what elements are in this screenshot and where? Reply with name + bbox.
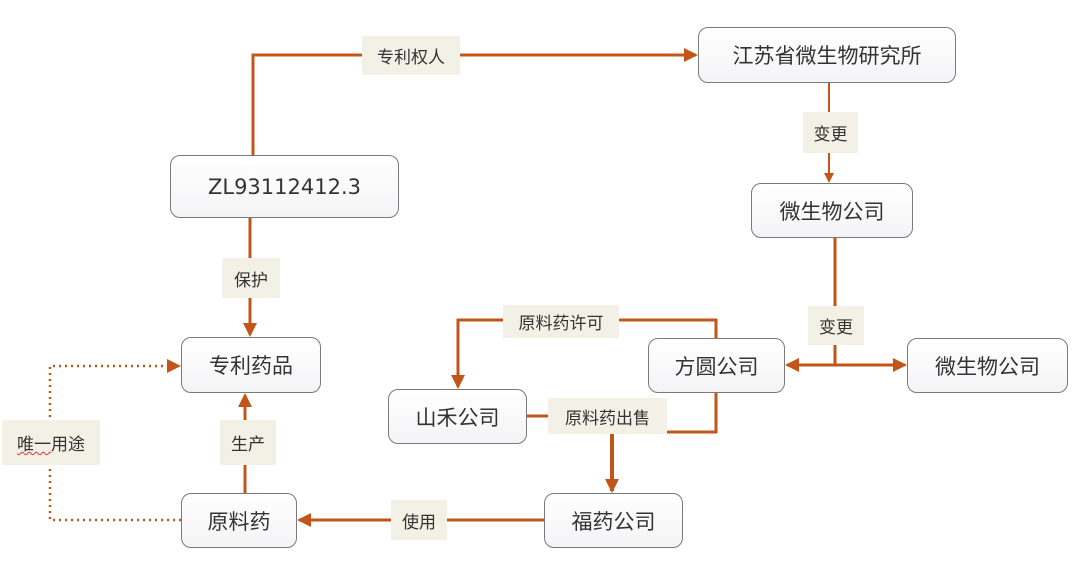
label-change-1: 变更	[803, 112, 858, 153]
node-microbe-company-2: 微生物公司	[907, 338, 1068, 393]
label-only-use-part2: 用途	[51, 435, 85, 455]
node-raw-drug: 原料药	[181, 493, 297, 548]
edge-patentee	[251, 48, 698, 155]
edge-raw-sale	[527, 393, 718, 434]
label-raw-license: 原料药许可	[503, 305, 619, 338]
label-only-use: 唯一用途	[2, 420, 100, 465]
node-shanhe: 山禾公司	[388, 389, 527, 444]
node-patent: ZL93112412.3	[170, 155, 399, 218]
node-jiangsu-institute: 江苏省微生物研究所	[698, 27, 956, 83]
node-fangyuan: 方圆公司	[648, 338, 785, 393]
node-microbe-company-1: 微生物公司	[751, 183, 913, 238]
label-patentee: 专利权人	[362, 36, 460, 75]
node-fuyao: 福药公司	[544, 493, 683, 548]
label-produce: 生产	[220, 420, 276, 465]
label-protect: 保护	[222, 258, 280, 298]
label-only-use-part1: 唯一	[17, 435, 51, 455]
edge-only-use	[48, 359, 181, 522]
label-use: 使用	[391, 500, 447, 540]
node-patent-drug: 专利药品	[181, 337, 321, 393]
label-change-2: 变更	[808, 306, 864, 345]
label-raw-sale: 原料药出售	[548, 398, 667, 434]
